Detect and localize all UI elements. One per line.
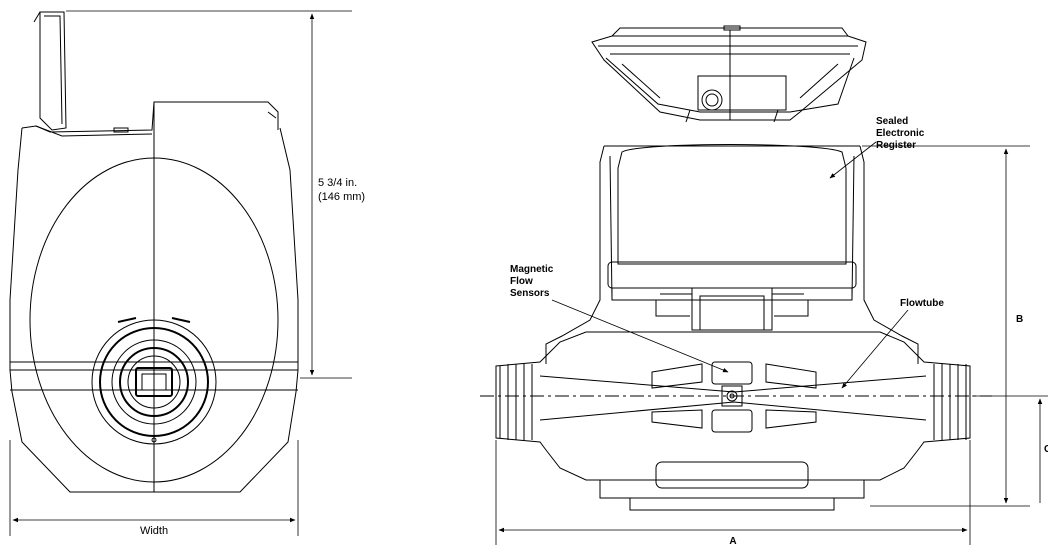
callout-register-line3: Register (876, 140, 916, 151)
callout-sensors-line1: Magnetic (510, 264, 554, 275)
callout-register-line2: Electronic (876, 128, 925, 139)
height-dimension-mm: (146 mm) (318, 191, 365, 203)
dimension-c-label: C (1044, 444, 1048, 455)
side-view-drawing (9, 11, 299, 493)
side-height-dimension (66, 10, 352, 379)
callout-sensors-line3: Sensors (510, 288, 550, 299)
callout-leaders (551, 141, 909, 389)
front-dimension-lines (495, 145, 1048, 546)
width-label: Width (140, 525, 168, 537)
side-main-body (9, 127, 299, 493)
callout-register-line1: Sealed (876, 116, 908, 127)
front-flowtube-body (480, 331, 992, 511)
callout-flowtube: Flowtube (900, 298, 944, 309)
side-top-cap (21, 101, 279, 133)
side-width-dimension (9, 440, 299, 536)
callout-sensors-line2: Flow (510, 276, 533, 287)
front-open-lid (591, 25, 867, 123)
front-register-housing (545, 144, 919, 364)
front-view-drawing (480, 25, 992, 511)
dimension-a-label: A (729, 536, 736, 545)
dimension-b-label: B (1016, 314, 1023, 325)
side-end-fitting (91, 317, 217, 445)
height-dimension-inches: 5 3/4 in. (318, 177, 357, 189)
side-lid (39, 11, 67, 131)
